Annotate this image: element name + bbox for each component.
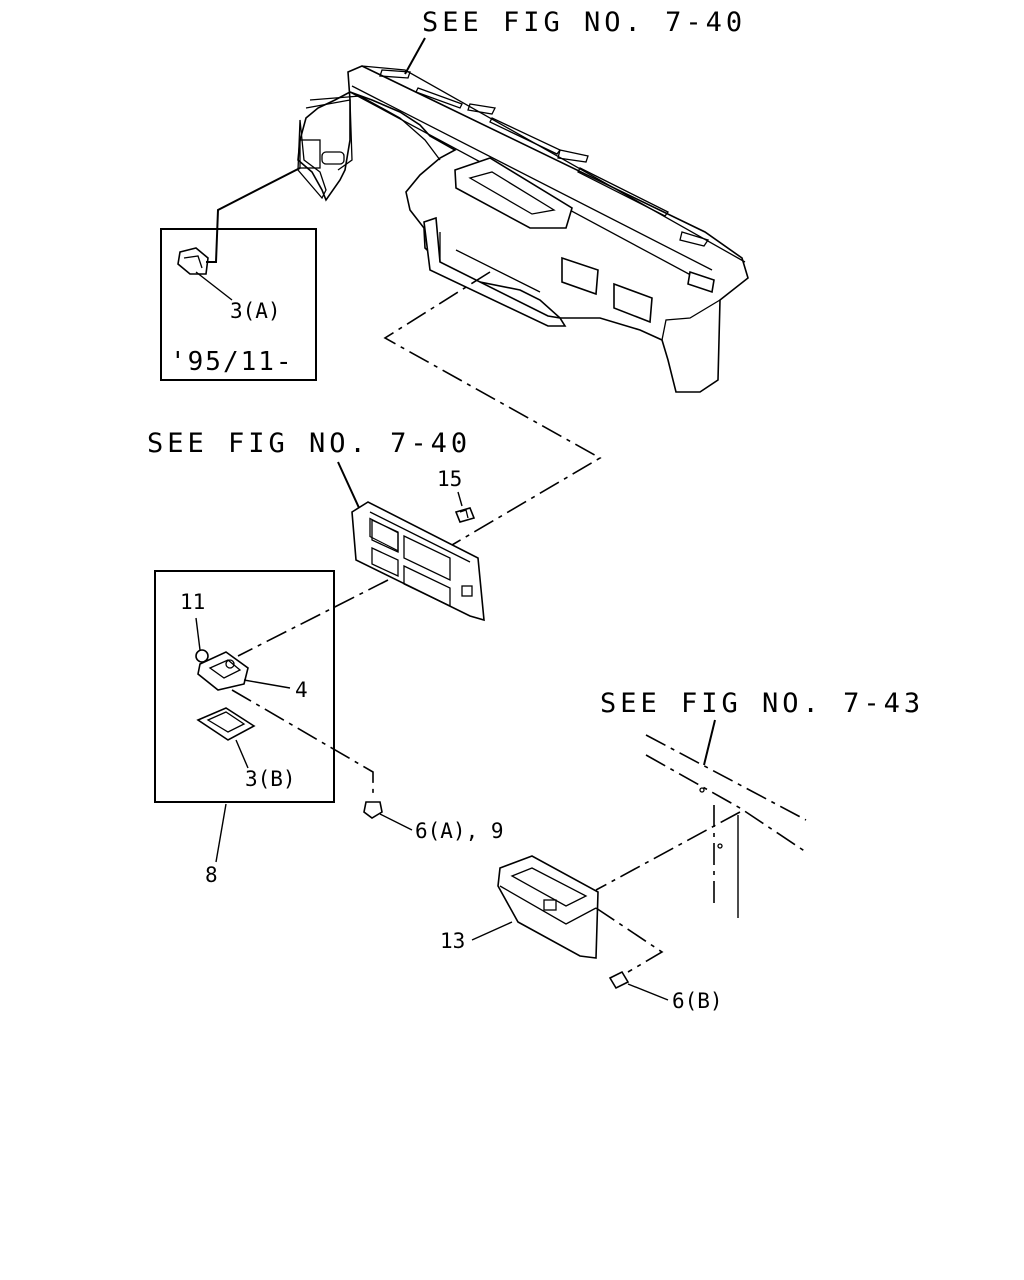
link-pocket-to-screw (595, 907, 664, 973)
ref-leader-top (404, 37, 426, 75)
instrument-panel (297, 65, 749, 393)
callout-11: 11 (180, 590, 205, 614)
leader-6a9 (379, 813, 413, 831)
leader-15 (457, 491, 463, 507)
callout-3b: 3(B) (245, 767, 296, 791)
ref-leader-middle (337, 461, 361, 511)
leader-8 (215, 803, 227, 863)
part-13-pocket (497, 855, 599, 959)
ref-label-top: SEE FIG NO. 7-40 (422, 7, 746, 38)
cluster-bezel (351, 501, 485, 622)
inset-box-95-11 (160, 228, 317, 381)
callout-3a: 3(A) (230, 299, 281, 323)
part-3a-switch (177, 247, 209, 275)
callout-6a9: 6(A), 9 (415, 819, 504, 843)
ref-leader-right (703, 719, 716, 766)
callout-13: 13 (440, 929, 465, 953)
callout-4: 4 (295, 678, 308, 702)
leader-6b (627, 983, 669, 1001)
ref-label-middle: SEE FIG NO. 7-40 (147, 428, 471, 459)
inset-date: '95/11- (170, 347, 294, 377)
leader-3b (235, 739, 249, 769)
callout-15: 15 (437, 467, 462, 491)
part-11-bulb (195, 649, 209, 663)
callout-8: 8 (205, 863, 218, 887)
callout-6b: 6(B) (672, 989, 723, 1013)
assembly-box-8 (154, 570, 335, 803)
part-6b-screw (608, 970, 630, 990)
leader-11 (195, 617, 201, 651)
link-dash-to-bezel (383, 271, 602, 546)
ref-label-right: SEE FIG NO. 7-43 (600, 688, 924, 719)
part-15-clip (454, 507, 476, 523)
link-bezel-to-switch (237, 579, 389, 657)
leader-3a (195, 271, 233, 301)
part-3b-bulb-holder (196, 707, 256, 741)
part-4-switch (197, 651, 249, 691)
leader-4 (243, 679, 291, 689)
part-6a-screw (363, 801, 383, 819)
link-dash-to-inset (206, 167, 301, 263)
right-panel-outline (645, 734, 807, 918)
link-panel-to-pocket (595, 811, 741, 891)
leader-13 (471, 921, 513, 941)
link-switch-to-screw (231, 689, 374, 798)
